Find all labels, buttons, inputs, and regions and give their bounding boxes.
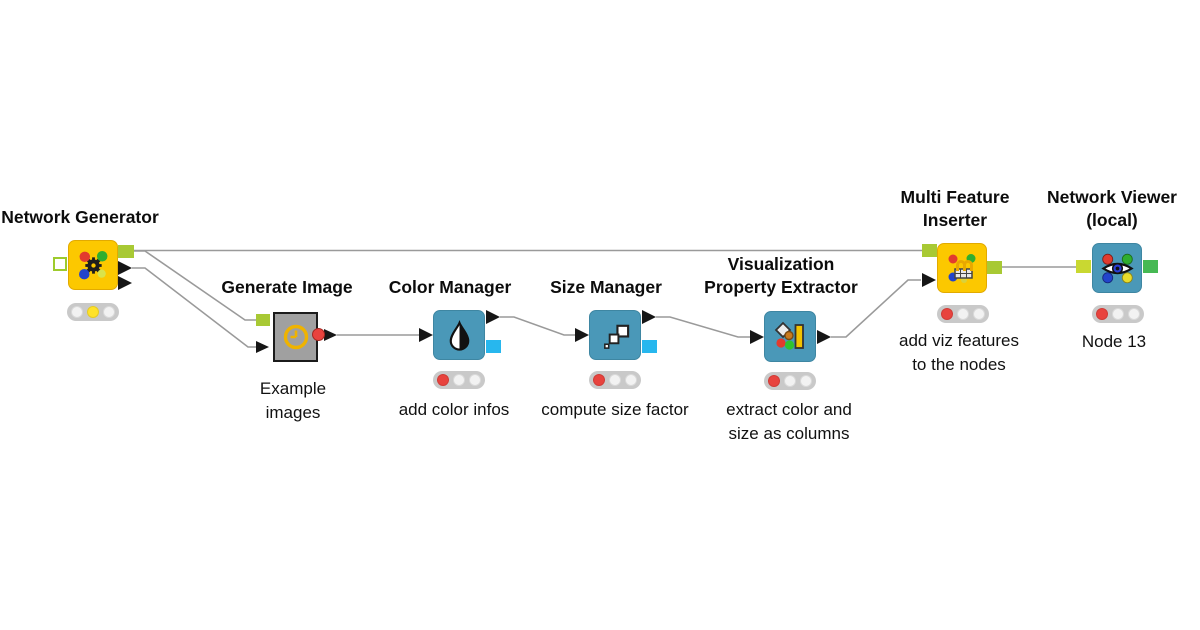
input-port-network[interactable] bbox=[256, 314, 270, 326]
input-port-network[interactable] bbox=[922, 244, 937, 257]
wire-generator-to-image-network[interactable] bbox=[134, 250, 256, 321]
node-caption: compute size factor bbox=[541, 400, 689, 419]
node-title: Generate Image bbox=[221, 277, 353, 297]
output-port-data-1[interactable] bbox=[118, 261, 132, 275]
multi-feature-inserter-icon bbox=[948, 254, 976, 283]
node-color-manager[interactable]: Color Manager add color infos bbox=[389, 277, 512, 419]
output-port-data[interactable] bbox=[817, 330, 831, 344]
node-title: Size Manager bbox=[550, 277, 662, 297]
node-network-viewer-local[interactable]: Network Viewer (local) Node 13 bbox=[1047, 187, 1177, 351]
input-port-data[interactable] bbox=[750, 330, 764, 344]
node-title: Visualization Property Extractor bbox=[704, 254, 858, 297]
status-dot bbox=[469, 374, 481, 386]
input-port-data[interactable] bbox=[256, 341, 269, 353]
node-body[interactable] bbox=[937, 243, 987, 293]
node-body[interactable] bbox=[433, 310, 485, 360]
node-multi-feature-inserter[interactable]: Multi Feature Inserter add viz features … bbox=[899, 187, 1019, 374]
color-droplet-icon bbox=[449, 319, 469, 351]
status-dot bbox=[593, 374, 605, 386]
node-body[interactable] bbox=[1092, 243, 1142, 293]
status-dot bbox=[1096, 308, 1108, 320]
status-dot bbox=[103, 306, 115, 318]
status-dot bbox=[800, 375, 812, 387]
node-generate-image[interactable]: Generate Image Example images bbox=[221, 277, 352, 422]
input-port-data[interactable] bbox=[575, 328, 589, 342]
output-port-data[interactable] bbox=[486, 310, 500, 324]
status-dot bbox=[1112, 308, 1124, 320]
status-dot bbox=[71, 306, 83, 318]
node-body[interactable] bbox=[589, 310, 641, 360]
input-port-data[interactable] bbox=[419, 328, 433, 342]
status-dot bbox=[87, 306, 99, 318]
node-caption: add viz features to the nodes bbox=[898, 331, 1019, 374]
size-squares-icon bbox=[603, 324, 629, 349]
output-port-image[interactable] bbox=[642, 340, 657, 353]
node-network-generator[interactable]: Network Generator bbox=[1, 207, 159, 321]
input-port-network[interactable] bbox=[1076, 260, 1091, 273]
status-traffic-light bbox=[67, 303, 119, 321]
status-dot bbox=[973, 308, 985, 320]
wire-generator-to-image-data[interactable] bbox=[132, 267, 256, 348]
status-dot bbox=[625, 374, 637, 386]
node-caption: Example images bbox=[259, 379, 327, 422]
status-traffic-light bbox=[589, 371, 641, 389]
status-dot bbox=[437, 374, 449, 386]
status-dot bbox=[941, 308, 953, 320]
network-generator-icon bbox=[78, 250, 107, 279]
output-port-network[interactable] bbox=[987, 261, 1002, 274]
output-port-data[interactable] bbox=[642, 310, 656, 324]
node-title: Multi Feature Inserter bbox=[900, 187, 1010, 230]
clock-icon bbox=[283, 324, 308, 350]
wire-sizemanager-to-extractor[interactable] bbox=[656, 316, 750, 338]
input-port-network-unconnected[interactable] bbox=[53, 257, 67, 271]
property-extractor-icon bbox=[774, 321, 804, 350]
node-size-manager[interactable]: Size Manager compute size factor bbox=[541, 277, 688, 419]
node-caption: extract color and size as columns bbox=[726, 400, 852, 443]
node-title: Network Generator bbox=[1, 207, 159, 227]
output-port-data[interactable] bbox=[324, 329, 337, 341]
input-port-data[interactable] bbox=[922, 273, 936, 287]
status-dot bbox=[784, 375, 796, 387]
wire-extractor-to-inserter[interactable] bbox=[831, 279, 921, 338]
status-traffic-light bbox=[764, 372, 816, 390]
output-port-data-2[interactable] bbox=[118, 276, 132, 290]
output-port-status-dot bbox=[312, 328, 325, 341]
status-dot bbox=[957, 308, 969, 320]
status-dot bbox=[768, 375, 780, 387]
node-caption: add color infos bbox=[398, 400, 510, 419]
wire-colormanager-to-sizemanager[interactable] bbox=[500, 316, 575, 336]
node-visualization-property-extractor[interactable]: Visualization Property Extractor extract… bbox=[704, 254, 858, 443]
network-viewer-eye-icon bbox=[1100, 253, 1134, 283]
node-caption: Node 13 bbox=[1081, 332, 1147, 351]
status-dot bbox=[453, 374, 465, 386]
status-traffic-light bbox=[937, 305, 989, 323]
node-body[interactable] bbox=[68, 240, 118, 290]
node-title: Network Viewer (local) bbox=[1046, 187, 1177, 230]
node-body[interactable] bbox=[273, 312, 318, 362]
status-dot bbox=[609, 374, 621, 386]
status-traffic-light bbox=[1092, 305, 1144, 323]
output-port-network[interactable] bbox=[118, 245, 134, 258]
status-dot bbox=[1128, 308, 1140, 320]
status-traffic-light bbox=[433, 371, 485, 389]
node-body[interactable] bbox=[764, 311, 816, 362]
node-title: Color Manager bbox=[388, 277, 512, 297]
output-port-image[interactable] bbox=[486, 340, 501, 353]
output-port-network[interactable] bbox=[1143, 260, 1158, 273]
